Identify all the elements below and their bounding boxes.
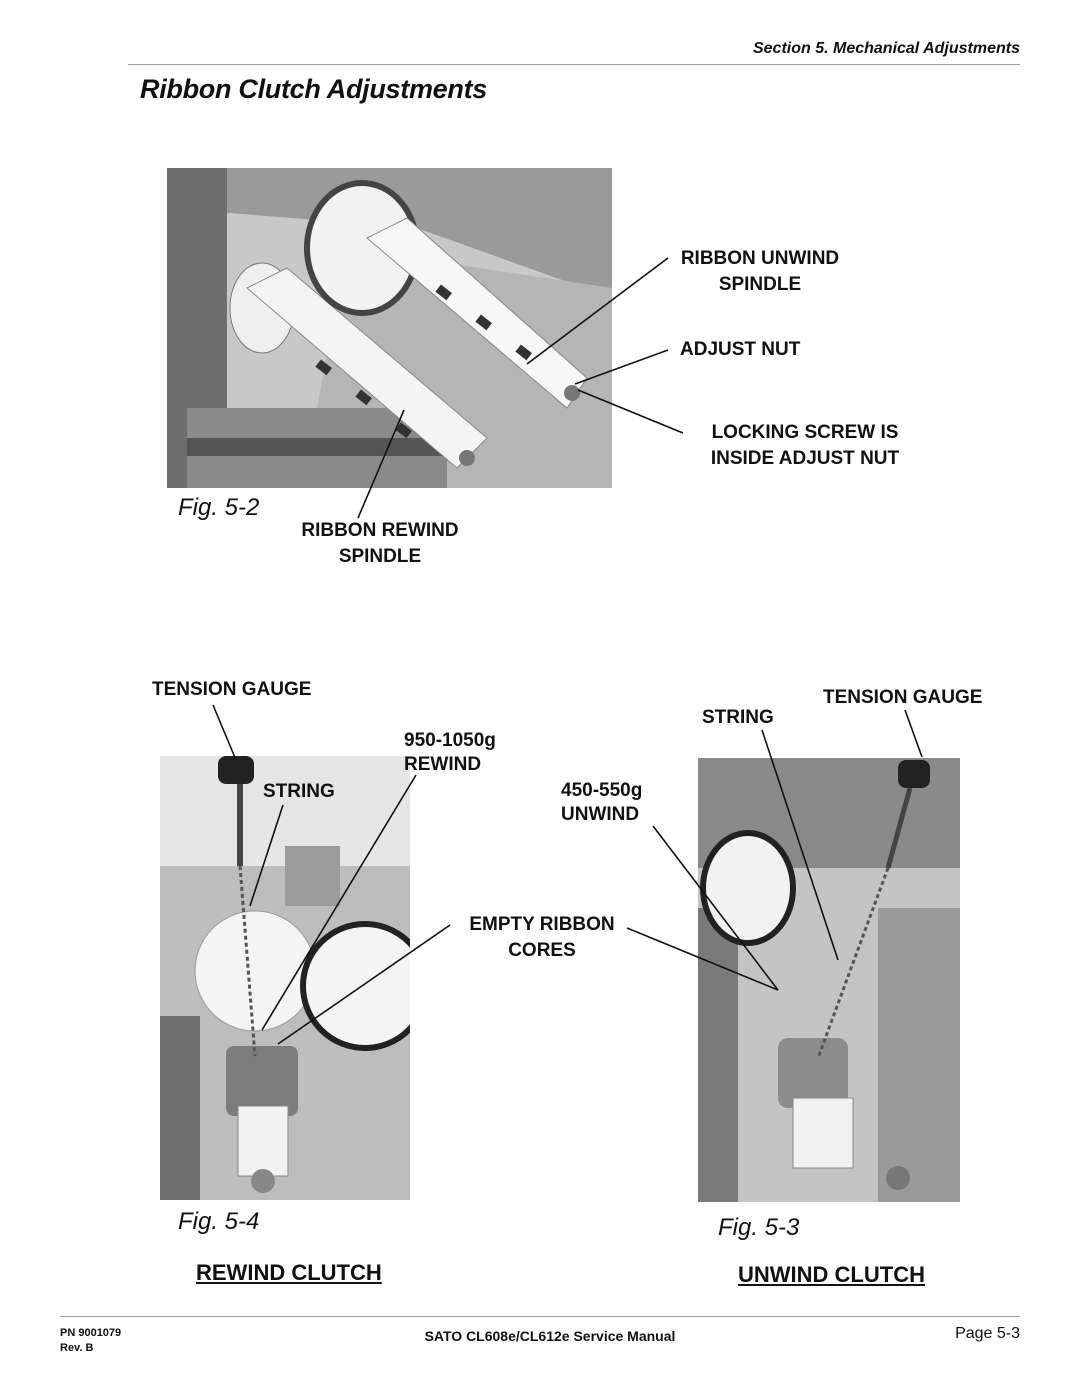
ribbon-spindles-photo [167,168,612,488]
rewind-string-label: STRING [263,781,335,802]
manual-title: SATO CL608e/CL612e Service Manual [424,1328,676,1344]
unwind-tension-range-label: UNWIND [561,804,640,825]
rewind-tension-range-label: REWIND [404,754,482,775]
rewind-tension-range-value: 950-1050g [404,730,496,751]
revision: Rev. B [60,1342,94,1354]
locking-screw-line-2: INSIDE ADJUST NUT [710,448,900,469]
section-header: Section 5. Mechanical Adjustments [752,40,1020,57]
locking-screw-line-1: LOCKING SCREW IS [711,422,899,443]
figure-5-2-label: Fig. 5-2 [178,494,260,521]
adjust-nut-label: ADJUST NUT [680,339,801,360]
page-number: Page 5-3 [955,1325,1020,1342]
footer-divider [60,1316,1020,1317]
figure-5-3-label: Fig. 5-3 [718,1214,800,1241]
rewind-clutch-photo [160,756,410,1200]
empty-ribbon-cores-label: EMPTY RIBBON CORES [452,912,632,964]
locking-screw-label: LOCKING SCREW IS INSIDE ADJUST NUT [690,420,920,472]
empty-ribbon-cores-line-1: EMPTY RIBBON [469,914,615,935]
empty-ribbon-cores-line-2: CORES [508,940,576,961]
ribbon-rewind-spindle-label: RIBBON REWIND SPINDLE [280,518,480,570]
ribbon-rewind-spindle-line-1: RIBBON REWIND [301,520,459,541]
ribbon-unwind-spindle-line-2: SPINDLE [718,274,802,295]
header-divider [128,64,1020,65]
unwind-tension-range-value: 450-550g [561,780,643,801]
unwind-clutch-photo [698,758,960,1202]
figure-5-4-label: Fig. 5-4 [178,1208,260,1235]
part-number-block: PN 9001079 Rev. B [60,1326,121,1356]
rewind-tension-gauge-label: TENSION GAUGE [152,679,312,700]
page-title: Ribbon Clutch Adjustments [140,74,487,104]
ribbon-rewind-spindle-line-2: SPINDLE [338,546,422,567]
ribbon-unwind-spindle-line-1: RIBBON UNWIND [680,248,840,269]
part-number: PN 9001079 [60,1327,122,1339]
rewind-clutch-caption: REWIND CLUTCH [196,1260,382,1285]
unwind-clutch-caption: UNWIND CLUTCH [738,1262,925,1287]
unwind-string-label: STRING [702,707,774,728]
unwind-tension-gauge-label: TENSION GAUGE [823,687,983,708]
ribbon-unwind-spindle-label: RIBBON UNWIND SPINDLE [660,246,860,298]
